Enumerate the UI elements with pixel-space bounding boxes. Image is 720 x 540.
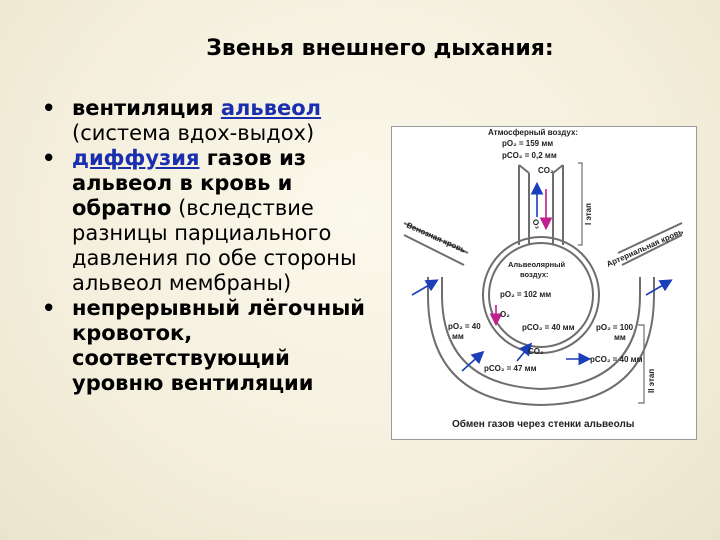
stage-2-label: II этап — [647, 369, 656, 393]
bullet-list: • вентиляция альвеол (система вдох-выдох… — [40, 96, 380, 396]
slide-title: Звенья внешнего дыхания: — [206, 36, 554, 61]
atm-po2-value: pO₂ = 159 мм — [502, 139, 553, 148]
venous-po2-value: pO₂ = 40 — [448, 322, 481, 331]
bullet-text-bold: непрерывный лёгочный кровоток, соответст… — [72, 296, 366, 395]
diagram-canvas: Атмосферный воздух: pO₂ = 159 мм pCO₂ = … — [403, 128, 685, 430]
o2-mid-label: O₂ — [500, 310, 510, 319]
alveoli-link[interactable]: альвеол — [220, 96, 322, 120]
venous-pco2-value: pCO₂ = 47 мм — [484, 364, 537, 373]
bullet-text: (система вдох-выдох) — [72, 121, 315, 145]
co2-top-label: CO₂ — [538, 166, 554, 175]
gas-exchange-diagram: Атмосферный воздух: pO₂ = 159 мм pCO₂ = … — [391, 126, 697, 440]
stage-1-label: I этап — [584, 203, 593, 225]
co2-diffusion-arrow — [516, 342, 533, 362]
atm-pco2-value: pCO₂ = 0,2 мм — [502, 151, 557, 160]
co2-bottom-label: CO₂ — [528, 347, 544, 356]
bullet-text: (вследствие разницы парциального давлени… — [72, 196, 357, 295]
venous-co2-arrow — [461, 350, 485, 372]
alveolar-po2-value: pO₂ = 102 мм — [500, 290, 551, 299]
atm-air-label: Атмосферный воздух: — [488, 128, 578, 137]
venous-blood-label: Венозная кровь — [405, 221, 467, 255]
alveolar-pco2-value: pCO₂ = 40 мм — [522, 323, 575, 332]
list-item: • непрерывный лёгочный кровоток, соответ… — [40, 296, 380, 396]
arterial-flow-arrow — [645, 279, 673, 296]
list-item: • диффузия газов из альвеол в кровь и об… — [40, 146, 380, 296]
airway-outline — [403, 162, 683, 407]
list-item: • вентиляция альвеол (система вдох-выдох… — [40, 96, 380, 146]
diffusion-link[interactable]: диффузия — [72, 146, 200, 170]
bullet-marker: • — [42, 96, 56, 120]
diagram-caption: Обмен газов через стенки альвеолы — [452, 418, 634, 430]
alveolar-air-label-1: Альвеолярный — [508, 260, 566, 269]
alveolar-air-label-2: воздух: — [520, 270, 549, 279]
arterial-po2-unit: мм — [614, 333, 626, 342]
arterial-pco2-value: pCO₂ = 40 мм — [590, 355, 643, 364]
o2-top-label: O₂ — [530, 218, 543, 231]
bullet-text-bold: газов из альвеол в кровь и обратно — [72, 146, 307, 220]
venous-po2-unit: мм — [452, 332, 464, 341]
bullet-text-bold: вентиляция — [72, 96, 221, 120]
venous-flow-arrow — [411, 279, 439, 296]
bullet-marker: • — [42, 146, 56, 170]
arterial-blood-label: Артериальная кровь — [605, 227, 685, 269]
arterial-po2-value: pO₂ = 100 — [596, 323, 634, 332]
bullet-marker: • — [42, 296, 56, 320]
